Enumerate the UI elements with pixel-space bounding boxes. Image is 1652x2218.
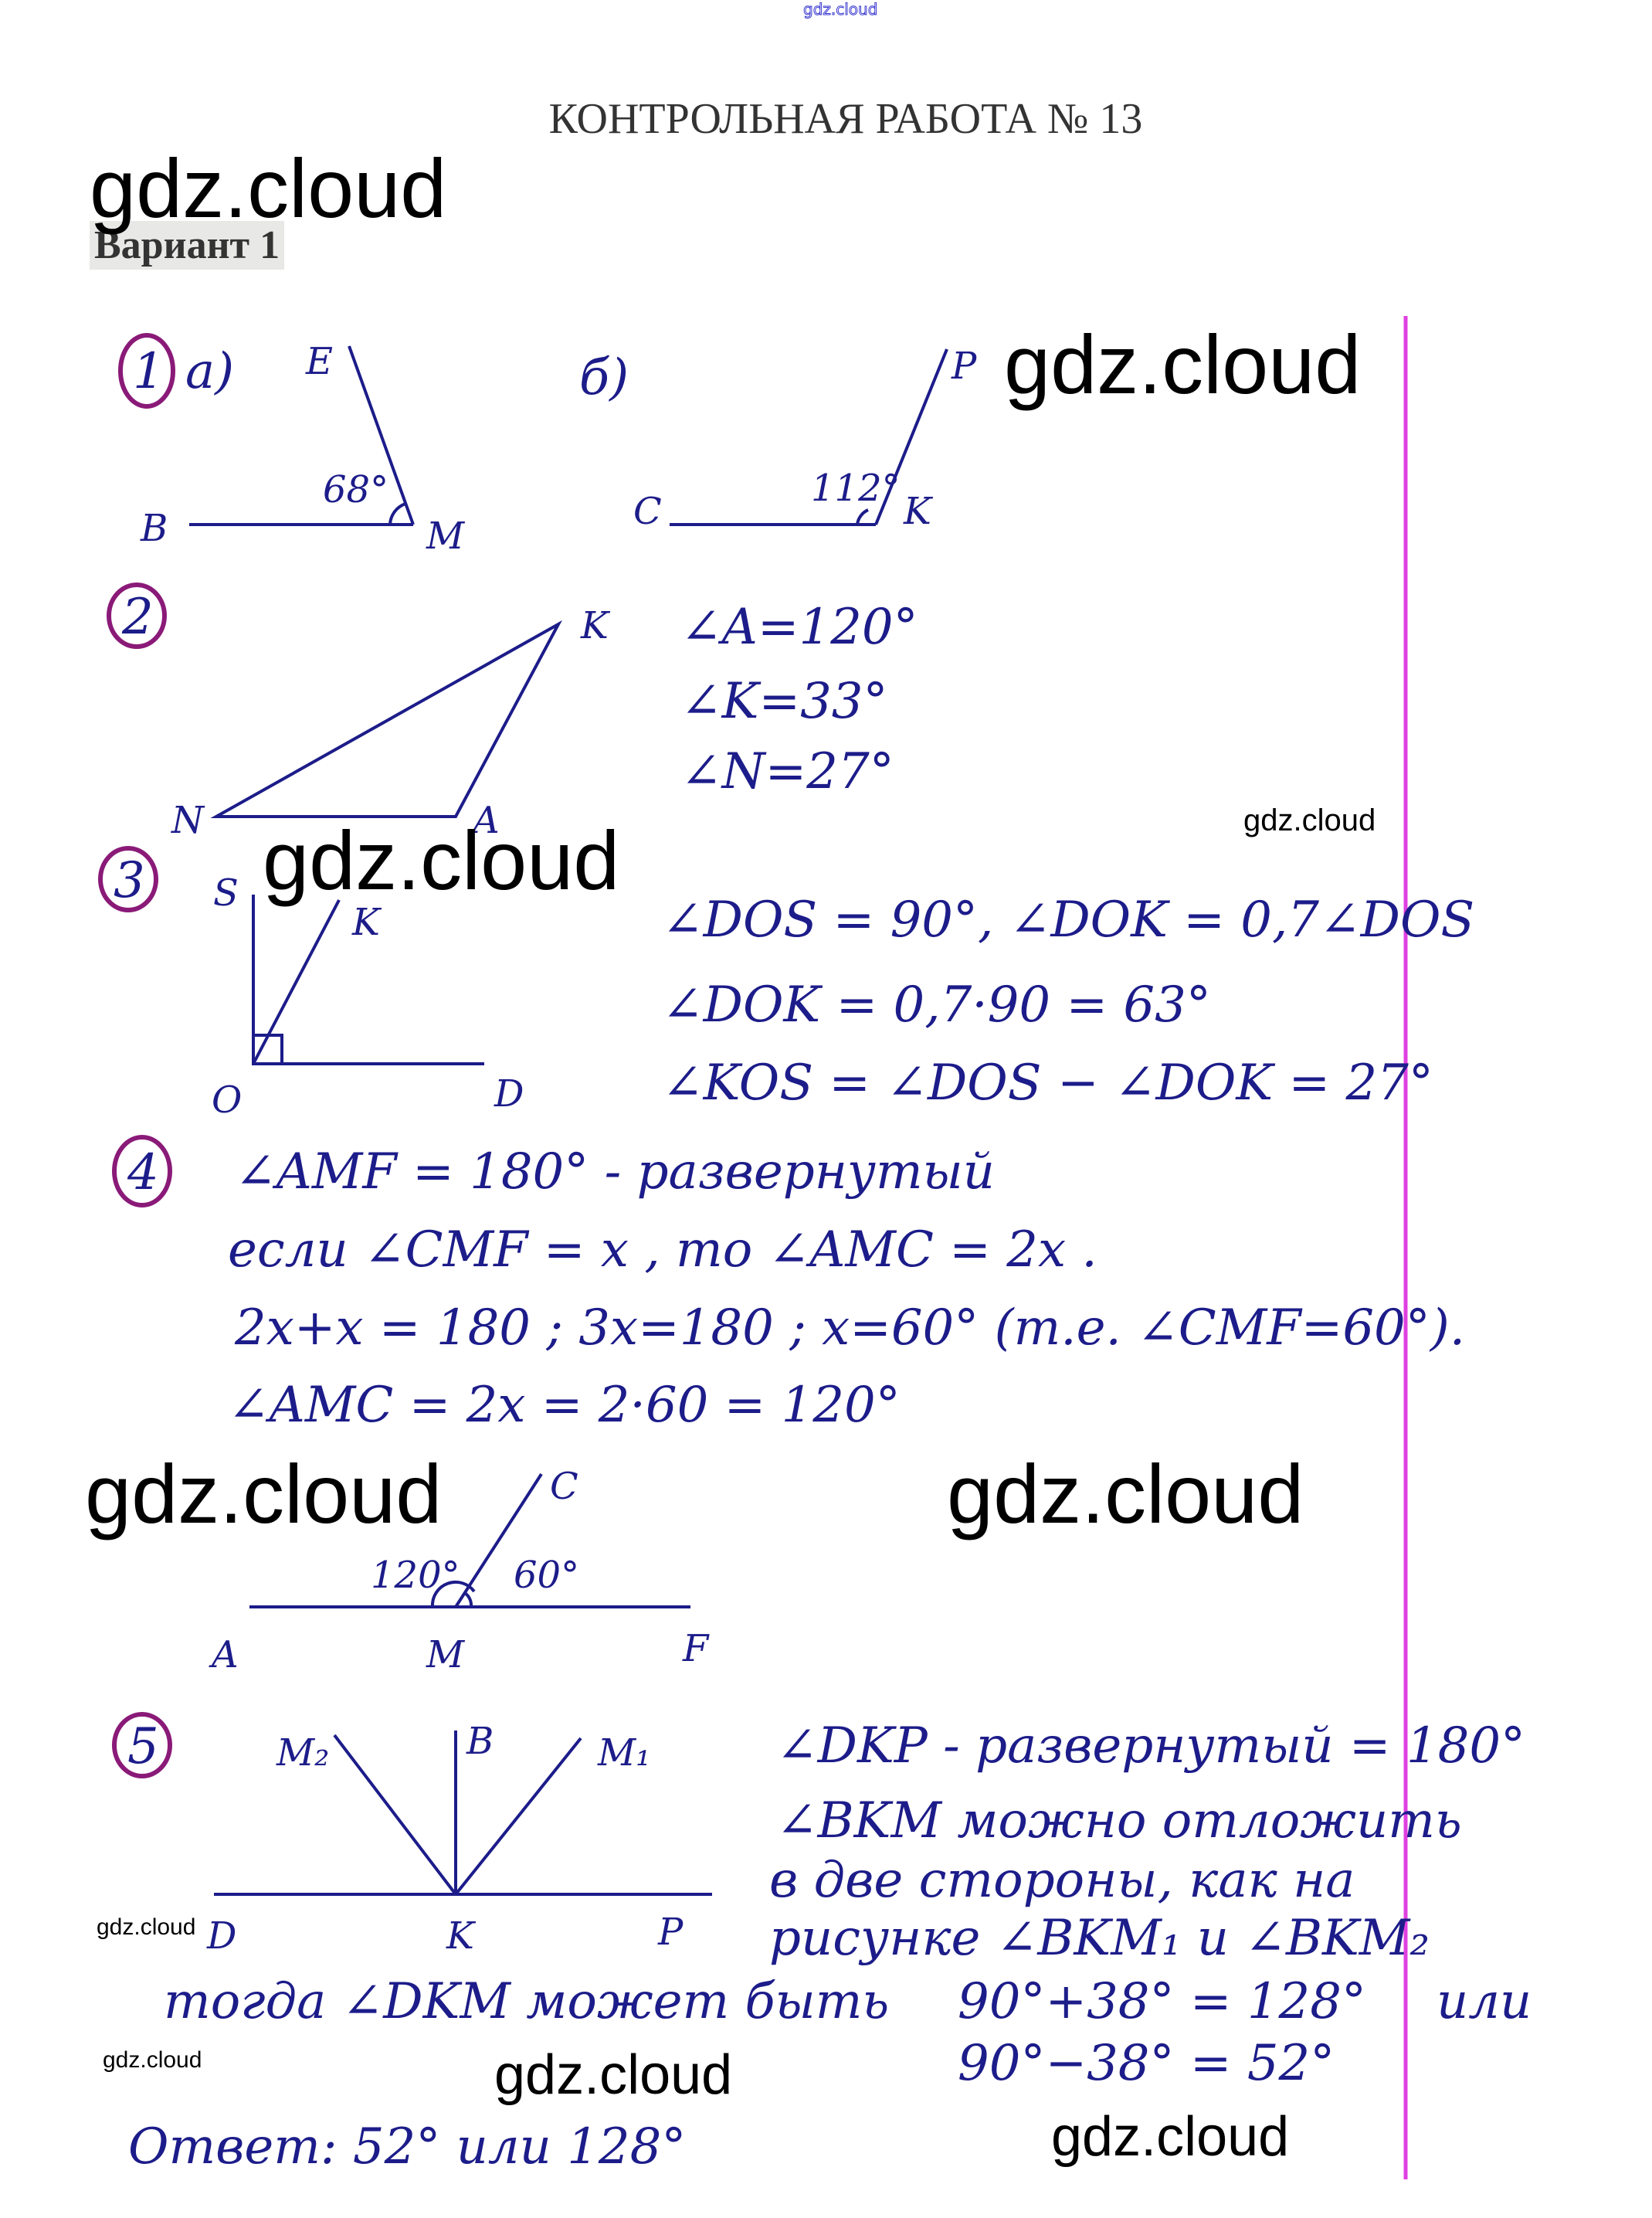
calculation: 90°+38° = 128° — [958, 1973, 1366, 2030]
ray-mc — [454, 1472, 543, 1608]
point-label: F — [682, 1627, 710, 1670]
watermark: gdz.cloud — [263, 813, 620, 907]
watermark: gdz.cloud — [97, 1914, 196, 1940]
task-number-circle — [98, 846, 158, 912]
point-label: B — [466, 1720, 494, 1763]
watermark: gdz.cloud — [494, 2044, 733, 2106]
point-label: C — [633, 490, 662, 533]
angle-label: 60° — [514, 1554, 579, 1597]
point-label: B — [140, 507, 168, 550]
point-label: K — [446, 1914, 477, 1958]
watermark-top: gdz.cloud — [802, 0, 878, 19]
solution-line: ∠AMF = 180° - развернутый — [235, 1143, 995, 1201]
or-word: или — [1437, 1973, 1532, 2030]
ray-km1 — [454, 1737, 582, 1896]
solution-line: ∠N=27° — [680, 743, 894, 800]
point-label: A — [209, 1633, 239, 1676]
solution-line: ∠K=33° — [680, 673, 888, 730]
task-number-circle — [112, 1135, 172, 1208]
triangle-nak — [210, 620, 562, 818]
task-number: 2 — [121, 589, 154, 646]
point-label: O — [212, 1078, 242, 1122]
ray-kp — [874, 348, 948, 525]
point-label: N — [171, 799, 205, 842]
angle-label: 68° — [323, 468, 388, 511]
task-3: 3 S K O D ∠DOS = 90°, ∠DOK = 0,7∠DOS ∠DO… — [98, 846, 1474, 1122]
solution-line: ∠DOK = 0,7·90 = 63° — [662, 977, 1211, 1034]
task-number-circle — [118, 333, 175, 409]
watermark: gdz.cloud — [1051, 2106, 1290, 2168]
right-angle-mark — [252, 1034, 283, 1065]
angle-arc — [388, 502, 406, 525]
solution-line: ∠A=120° — [680, 599, 918, 656]
solution-line: ∠BKM можно отложить — [776, 1792, 1462, 1849]
watermark: gdz.cloud — [1243, 803, 1376, 837]
point-label: M — [426, 515, 466, 558]
solution-line: ∠AMC = 2x = 2·60 = 120° — [228, 1377, 901, 1434]
calculation: 90°−38° = 52° — [958, 2035, 1335, 2092]
answer-line: Ответ: 52° или 128° — [128, 2118, 686, 2176]
task-number: 1 — [133, 343, 165, 400]
point-label: K — [351, 901, 382, 944]
solution-line: ∠KOS = ∠DOS − ∠DOK = 27° — [662, 1055, 1433, 1112]
angle-label: 112° — [811, 467, 901, 510]
ray-me — [348, 345, 415, 525]
point-label: P — [657, 1911, 684, 1954]
watermark: gdz.cloud — [85, 1447, 443, 1540]
watermark: gdz.cloud — [1004, 318, 1362, 411]
watermark: gdz.cloud — [90, 141, 447, 235]
task-4: 4 ∠AMF = 180° - развернутый если ∠CMF = … — [112, 1135, 1465, 1676]
solution-line: ∠DKP - развернутый = 180° — [776, 1717, 1525, 1775]
point-label: E — [305, 340, 333, 383]
solution-line: в две стороны, как на — [769, 1852, 1355, 1909]
point-label: M₁ — [597, 1731, 650, 1775]
task-number-circle — [107, 583, 167, 649]
ray-ok — [252, 899, 341, 1065]
solution-line: рисунке ∠BKM₁ и ∠BKM₂ — [769, 1910, 1430, 1967]
point-label: S — [213, 871, 239, 915]
task-number: 3 — [114, 852, 145, 909]
ray-km2 — [333, 1734, 457, 1896]
angle-arc — [463, 1591, 473, 1608]
point-label: D — [494, 1072, 524, 1116]
angle-label: 120° — [371, 1554, 460, 1597]
watermark: gdz.cloud — [947, 1447, 1304, 1540]
part-a-label: а) — [185, 343, 234, 400]
point-label: C — [550, 1465, 578, 1508]
point-label: A — [470, 799, 500, 842]
point-label: K — [903, 490, 934, 533]
task-5: 5 M₂ B M₁ D K P ∠DKP - развернутый = 180… — [112, 1712, 1532, 2176]
point-label: P — [951, 345, 977, 388]
point-label: M₂ — [276, 1731, 329, 1775]
angle-arc — [856, 508, 869, 525]
task-number-circle — [112, 1712, 172, 1778]
page-title: КОНТРОЛЬНАЯ РАБОТА № 13 — [548, 95, 1143, 143]
angle-arc — [430, 1580, 476, 1608]
variant-label: Вариант 1 — [90, 221, 285, 270]
task-number: 5 — [127, 1718, 159, 1775]
solution-line: ∠DOS = 90°, ∠DOK = 0,7∠DOS — [662, 892, 1474, 949]
solution-line: 2x+x = 180 ; 3x=180 ; x=60° (т.е. ∠CMF=6… — [234, 1299, 1465, 1357]
point-label: K — [580, 604, 611, 647]
solution-line: тогда ∠DKM может быть — [164, 1973, 889, 2030]
part-b-label: б) — [579, 349, 629, 406]
point-label: D — [206, 1914, 236, 1958]
solution-line: если ∠CMF = x , то ∠AMC = 2x . — [228, 1221, 1097, 1279]
task-2: 2 N A K ∠A=120° ∠K=33° ∠N=27° — [107, 583, 918, 842]
point-label: M — [426, 1633, 466, 1676]
task-1: 1 а) E B M 68° б) C K P 112° — [118, 333, 977, 558]
watermark: gdz.cloud — [103, 2047, 202, 2073]
task-number: 4 — [127, 1144, 159, 1201]
